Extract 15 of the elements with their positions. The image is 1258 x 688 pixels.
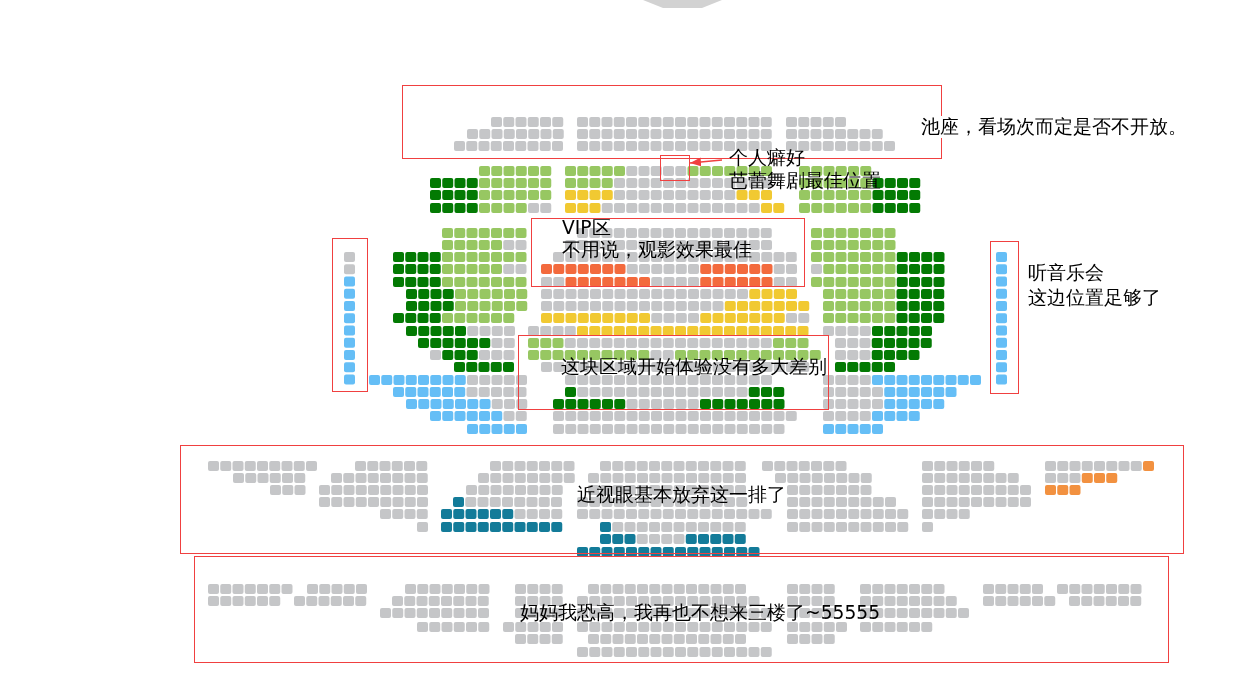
annotation-text: 这块区域开始体验没有多大差别 bbox=[561, 356, 827, 378]
annotation-text: 妈妈我恐高，我再也不想来三楼了~55555 bbox=[520, 602, 881, 624]
highlight-frame bbox=[180, 445, 1184, 554]
highlight-frame bbox=[531, 218, 805, 287]
annotation-text: VIP区 bbox=[562, 217, 611, 239]
annotation-text: 这边位置足够了 bbox=[1028, 287, 1161, 309]
highlight-frame bbox=[194, 556, 1169, 663]
annotation-text: 听音乐会 bbox=[1028, 262, 1104, 284]
highlight-frame bbox=[518, 335, 829, 410]
highlight-frame bbox=[660, 155, 690, 181]
highlight-frame bbox=[332, 238, 368, 392]
annotation-text: 不用说，观影效果最佳 bbox=[562, 239, 752, 261]
highlight-frame bbox=[990, 241, 1019, 394]
annotation-text: 近视眼基本放弃这一排了 bbox=[577, 484, 786, 506]
arrow bbox=[689, 157, 723, 167]
